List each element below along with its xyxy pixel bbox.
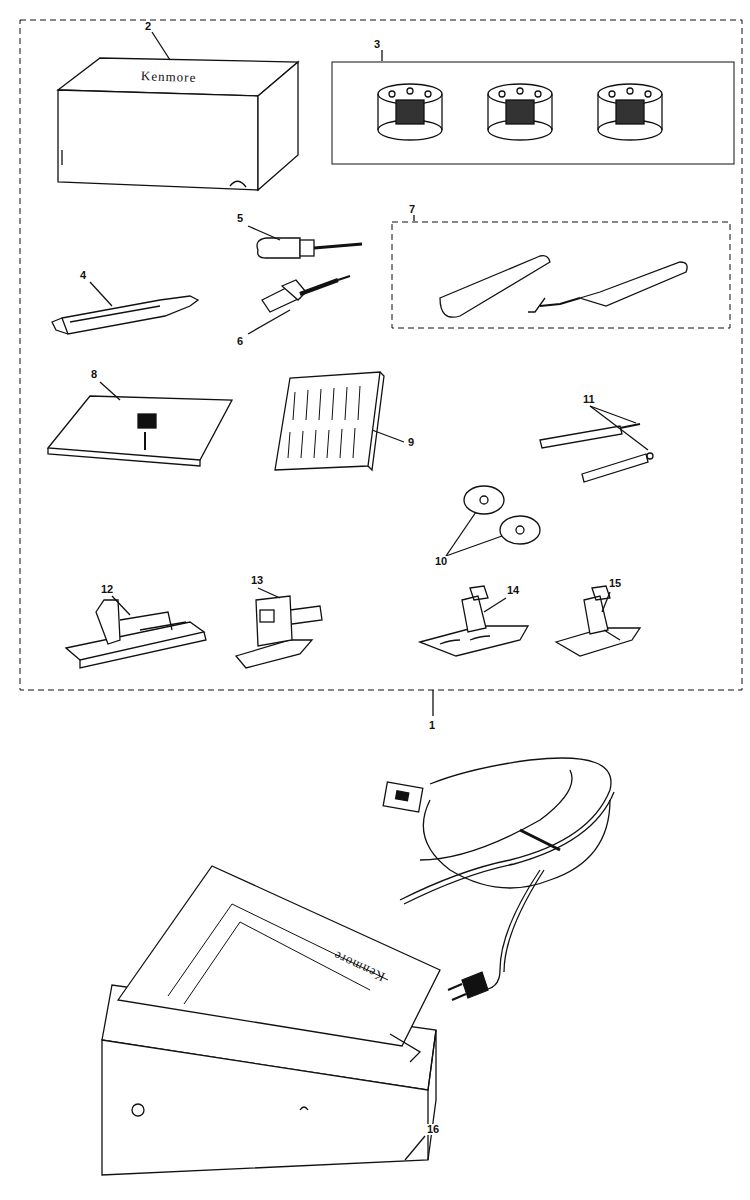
seam-ripper-panel <box>392 222 730 328</box>
callout-number: 14 <box>506 585 520 596</box>
callout-number: 2 <box>144 21 152 32</box>
presser-foot <box>236 596 322 668</box>
leader-line <box>446 536 502 556</box>
foot-control <box>102 866 440 1175</box>
callout-number: 9 <box>407 437 415 448</box>
screwdriver-small <box>262 276 350 312</box>
spool-caps <box>464 486 540 544</box>
leader-line <box>446 512 476 556</box>
spool-pins <box>540 424 653 482</box>
leader-line <box>258 588 280 598</box>
needle-case <box>275 372 384 470</box>
callout-number: 4 <box>79 270 87 281</box>
leader-line <box>413 215 414 221</box>
leader-line <box>590 406 648 450</box>
presser-foot <box>420 586 528 656</box>
leader-line <box>90 282 112 306</box>
leader-line <box>590 406 636 423</box>
brand-label: Kenmore <box>330 948 387 984</box>
leader-line <box>248 310 290 334</box>
leader-line <box>405 1136 425 1160</box>
leader-line <box>484 598 506 612</box>
callout-number: 13 <box>250 575 264 586</box>
leader-line <box>100 382 120 400</box>
bobbin-panel <box>332 62 734 164</box>
lint-brush <box>52 296 198 334</box>
power-cord <box>383 758 614 1000</box>
callout-number: 10 <box>434 556 448 567</box>
leader-line <box>381 50 382 61</box>
callout-number: 1 <box>428 720 436 731</box>
callout-number: 16 <box>426 1124 440 1135</box>
callout-number: 7 <box>408 204 416 215</box>
group-bracket <box>20 20 742 690</box>
brand-label: Kenmore <box>140 69 198 84</box>
callout-number: 3 <box>373 39 381 50</box>
bobbin-set <box>378 84 662 140</box>
callout-number: 5 <box>236 213 244 224</box>
leader-line <box>372 430 404 442</box>
accessory-box <box>58 58 298 190</box>
callout-number: 6 <box>236 336 244 347</box>
screwdriver <box>257 238 362 258</box>
callout-number: 11 <box>582 394 596 405</box>
leader-line <box>432 690 433 716</box>
leader-line <box>602 592 610 612</box>
callout-number: 15 <box>608 578 622 589</box>
seam-ripper <box>440 256 687 318</box>
callout-number: 12 <box>100 584 114 595</box>
callout-number: 8 <box>90 369 98 380</box>
leader-line <box>112 596 130 615</box>
presser-foot <box>66 600 206 668</box>
leader-line <box>248 226 280 240</box>
needle-plate <box>48 396 232 466</box>
presser-foot <box>556 586 640 656</box>
leader-line <box>152 32 170 60</box>
